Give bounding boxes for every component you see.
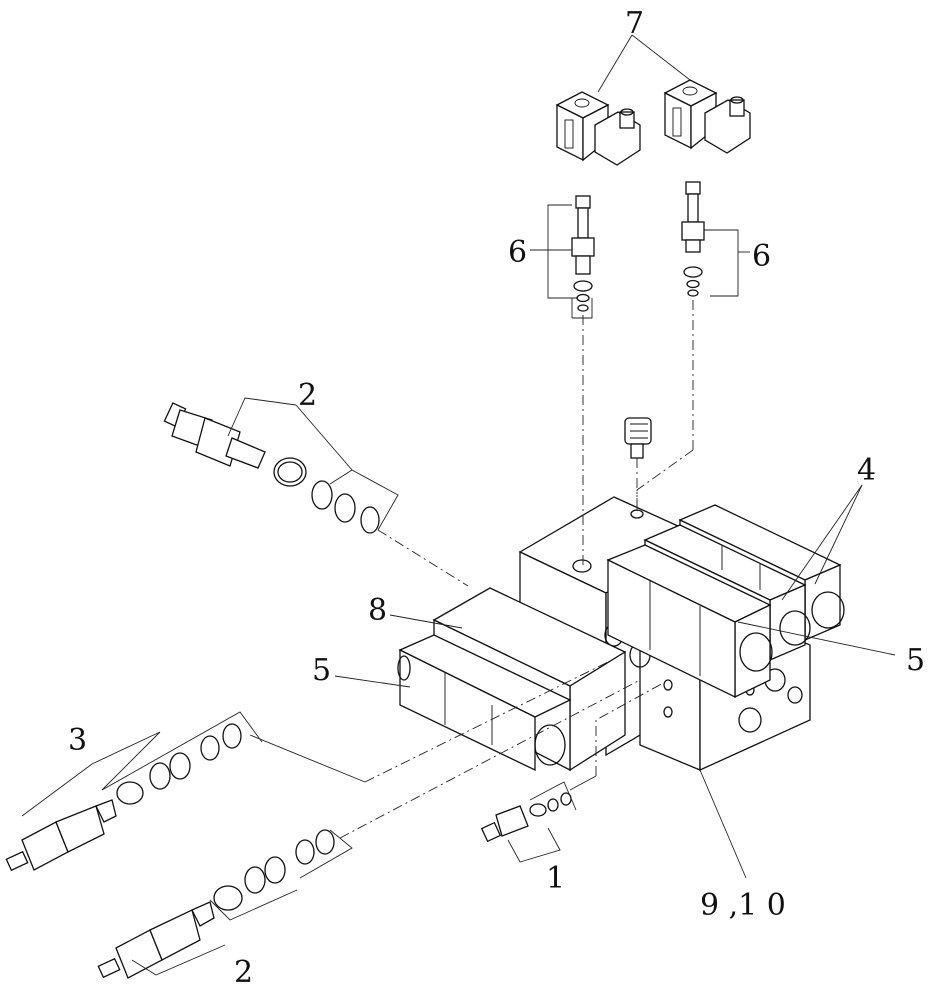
solenoid-coil-right — [663, 79, 751, 154]
callout-2-top: 2 — [298, 378, 317, 413]
callout-3: 3 — [68, 723, 87, 758]
plug-valve — [624, 417, 652, 459]
cartridge-valve-left — [5, 723, 242, 872]
callout-6-left: 6 — [508, 235, 527, 270]
callout-2-bottom: 2 — [234, 955, 253, 990]
check-valve — [480, 792, 572, 843]
solenoid-cartridge-left — [571, 195, 595, 312]
callout-labels: 7 6 6 2 4 8 5 5 3 1 9 ,1 0 2 — [68, 6, 925, 990]
cartridge-valve-top — [163, 402, 380, 534]
solenoid-coil-left — [555, 91, 641, 166]
callout-1: 1 — [546, 861, 565, 896]
callout-8: 8 — [368, 593, 387, 628]
solenoid-cartridge-right — [681, 181, 705, 297]
callout-5-right: 5 — [906, 643, 925, 678]
callout-6-right: 6 — [752, 239, 771, 274]
callout-7: 7 — [625, 6, 644, 41]
callout-4: 4 — [857, 453, 876, 488]
cartridge-valve-bottom — [97, 829, 335, 979]
solenoid-stack-right — [606, 504, 845, 699]
solenoid-valve-left — [397, 587, 627, 772]
callout-5-left: 5 — [312, 653, 331, 688]
leader-lines — [21, 34, 896, 976]
callout-9-10: 9 ,1 0 — [700, 888, 786, 923]
